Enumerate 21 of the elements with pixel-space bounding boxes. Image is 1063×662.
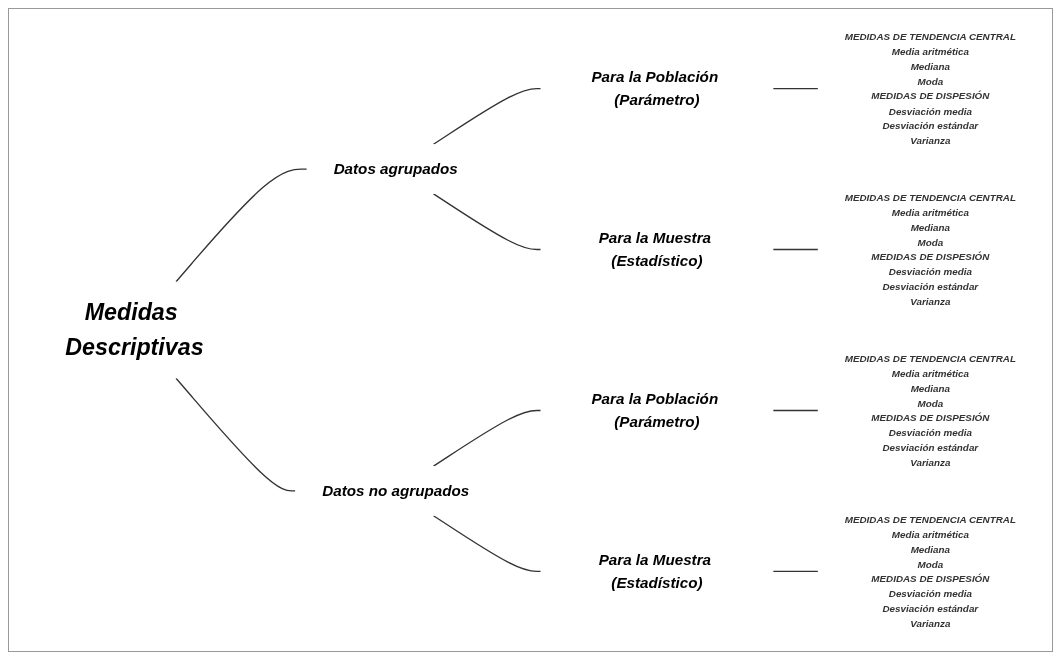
node-text: Para la Población (Parámetro) — [591, 68, 719, 109]
node-text: MEDIDAS DE TENDENCIA CENTRAL Media aritmética Mediana Moda MEDIDAS DE DISPESIÓN Desviación media Desviación estándar Varianza — [844, 514, 1016, 629]
node-text: Medidas Descriptivas — [65, 298, 204, 361]
node-text: MEDIDAS DE TENDENCIA CENTRAL Media aritmética Mediana Moda MEDIDAS DE DISPESIÓN Desviación media Desviación estándar Varianza — [844, 353, 1016, 468]
connector — [432, 87, 542, 145]
connector — [175, 377, 297, 492]
connector — [175, 168, 308, 283]
connector — [432, 409, 542, 467]
connector — [432, 193, 542, 251]
connector — [432, 515, 542, 573]
connector — [772, 570, 819, 573]
node-text: MEDIDAS DE TENDENCIA CENTRAL Media aritmética Mediana Moda MEDIDAS DE DISPESIÓN Desviación media Desviación estándar Varianza — [844, 192, 1016, 307]
node-text: Datos no agrupados — [322, 482, 470, 500]
connector — [772, 248, 819, 251]
node-text: Datos agrupados — [333, 160, 458, 178]
node-text: MEDIDAS DE TENDENCIA CENTRAL Media aritmética Mediana Moda MEDIDAS DE DISPESIÓN Desviación media Desviación estándar Varianza — [844, 31, 1016, 146]
node-text: Para la Muestra (Estadístico) — [598, 551, 712, 592]
node-text: Para la Muestra (Estadístico) — [598, 229, 712, 270]
node-text: Para la Población (Parámetro) — [591, 390, 719, 431]
connector — [772, 87, 819, 90]
connector — [772, 409, 819, 412]
